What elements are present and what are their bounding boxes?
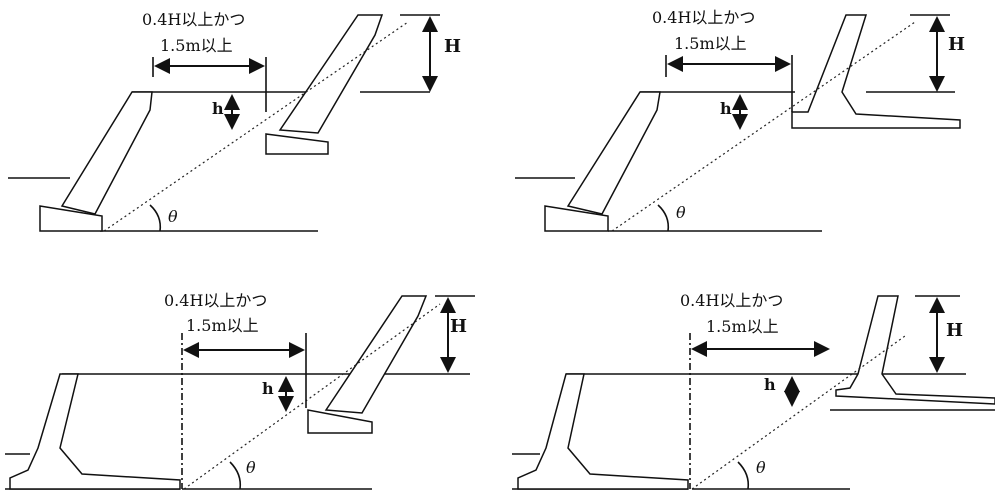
panel-top-right: 0.4H以上かつ 1.5m以上 H h θ: [515, 8, 965, 232]
condition-text-line2: 1.5m以上: [674, 34, 747, 53]
condition-text-line2: 1.5m以上: [706, 317, 779, 336]
angle-arc: [737, 461, 750, 490]
condition-text-line1: 0.4H以上かつ: [652, 8, 755, 27]
angle-label-theta: θ: [246, 458, 256, 477]
angle-label-theta: θ: [756, 458, 766, 477]
height-label-H: H: [948, 34, 965, 55]
condition-text-line2: 1.5m以上: [186, 316, 259, 335]
influence-line: [691, 335, 906, 490]
lower-wall-stem: [60, 91, 153, 215]
influence-line: [103, 21, 409, 232]
upper-wall-footing: [265, 133, 329, 155]
lower-wall-footing: [544, 205, 609, 232]
condition-text-line1: 0.4H以上かつ: [680, 291, 783, 310]
height-label-H: H: [946, 320, 963, 341]
l-type-lower-wall: [517, 373, 689, 490]
lower-wall-footing: [39, 205, 103, 232]
l-type-upper-wall: [791, 14, 961, 129]
upper-wall-footing: [307, 409, 373, 434]
angle-arc: [229, 461, 242, 490]
height-label-H: H: [450, 316, 467, 337]
offset-label-h: h: [212, 99, 224, 118]
upper-wall-stem: [324, 295, 428, 414]
condition-text-line2: 1.5m以上: [160, 36, 233, 55]
angle-arc: [149, 204, 162, 232]
panel-bottom-right: 0.4H以上かつ 1.5m以上 H h θ: [512, 291, 995, 490]
condition-text-line1: 0.4H以上かつ: [142, 10, 245, 29]
l-type-upper-wall: [835, 295, 995, 405]
lower-wall-stem: [566, 91, 661, 215]
panel-top-left: 0.4H以上かつ 1.5m以上 H h θ: [8, 10, 461, 232]
height-label-H: H: [444, 36, 461, 57]
offset-label-h: h: [764, 375, 776, 394]
angle-label-theta: θ: [676, 203, 686, 222]
influence-line: [611, 21, 916, 232]
l-type-lower-wall: [9, 373, 181, 490]
panel-bottom-left: 0.4H以上かつ 1.5m以上 H h θ: [5, 291, 475, 490]
upper-wall-stem: [278, 14, 384, 134]
angle-arc: [657, 204, 670, 232]
offset-label-h: h: [720, 99, 732, 118]
angle-label-theta: θ: [168, 207, 178, 226]
condition-text-line1: 0.4H以上かつ: [164, 291, 267, 310]
offset-label-h: h: [262, 379, 274, 398]
